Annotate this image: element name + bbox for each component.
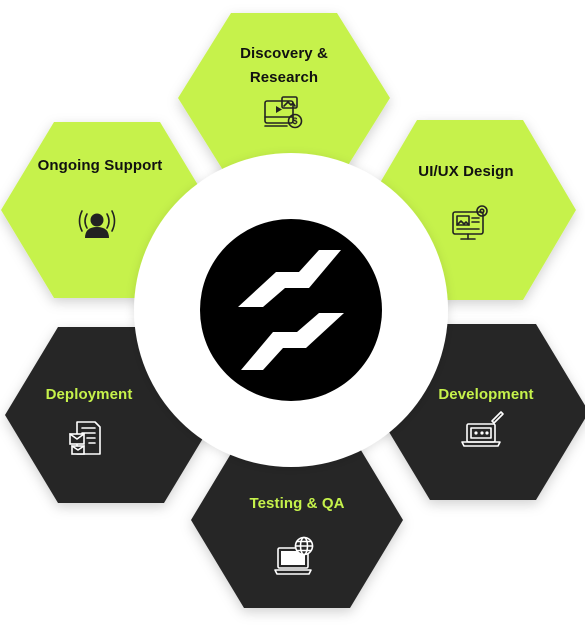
stage-discovery: Discovery & Research $ — [178, 13, 390, 183]
brand-logo-icon — [238, 250, 344, 370]
center-circle — [200, 219, 382, 401]
hexagon-testing — [191, 432, 403, 608]
design-monitor-icon — [452, 205, 488, 240]
stage-label-testing: Testing & QA — [249, 495, 344, 512]
stage-label-support: Ongoing Support — [38, 157, 163, 174]
hex-layer: Discovery & Research $ UI/UX DesignDevelopm… — [1, 13, 585, 608]
video-research-icon: $ — [264, 96, 303, 129]
stage-label-development: Development — [438, 386, 533, 403]
stage-label-uiux: UI/UX Design — [418, 163, 513, 180]
computer-globe-icon — [274, 536, 314, 575]
laptop-code-icon — [461, 411, 504, 447]
stage-label-deployment: Deployment — [46, 386, 133, 403]
stage-label-discovery: Discovery & — [240, 45, 328, 62]
support-agent-icon — [78, 210, 116, 238]
stage-testing: Testing & QA — [191, 432, 403, 608]
stage-label-discovery: Research — [250, 69, 318, 86]
document-mail-icon — [69, 421, 101, 455]
hexagon-discovery — [178, 13, 390, 183]
svg-text:$: $ — [292, 116, 297, 126]
